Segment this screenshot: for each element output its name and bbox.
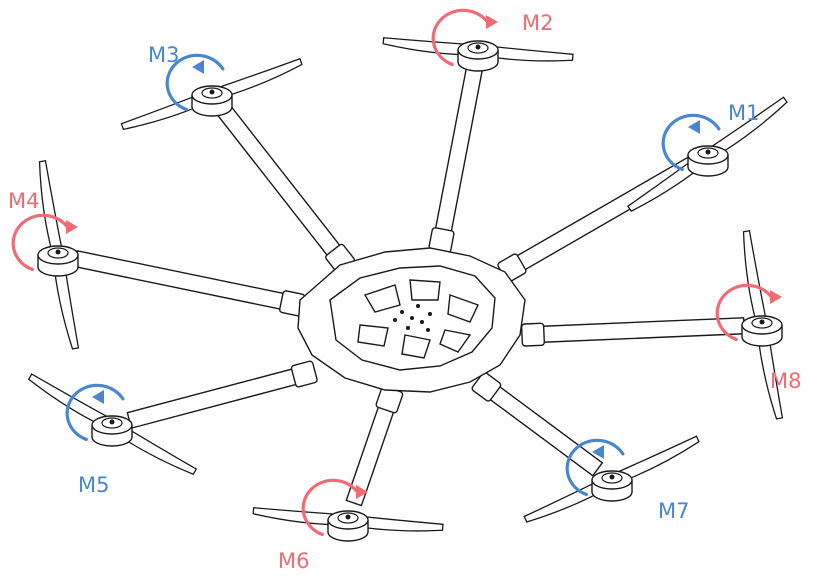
motor-top (741, 315, 783, 335)
motor-label-m4: M4 (8, 189, 39, 213)
motor-label-m2: M2 (522, 11, 553, 35)
propeller-blade (346, 514, 444, 532)
propeller-blade (476, 44, 574, 62)
propeller-blade (609, 435, 700, 486)
arrowhead-icon (356, 485, 368, 499)
arm-clamp-m8 (520, 322, 546, 347)
rotation-arrow-icon (11, 213, 71, 272)
arm-m2 (431, 65, 484, 251)
propeller-blade (27, 373, 116, 431)
arm-clamp-m7 (471, 371, 502, 402)
motor-top (91, 415, 133, 435)
arm-m4 (73, 250, 303, 314)
propeller-blade (252, 507, 350, 526)
propeller-blade (120, 89, 215, 131)
motor-m1 (626, 96, 788, 212)
rotation-arrow-icon (301, 478, 361, 537)
motor-top (37, 245, 79, 265)
motor-m5 (27, 373, 198, 476)
motor-label-m7: M7 (658, 499, 689, 523)
motor-m3 (120, 53, 303, 131)
motor-m8 (715, 229, 784, 420)
motor-label-m6: M6 (278, 549, 309, 573)
propeller-blade (742, 229, 768, 327)
rotation-arrow-icon (565, 438, 625, 497)
propeller-blade (38, 159, 64, 257)
center-frame (297, 247, 526, 393)
arm-clamp-m5 (290, 360, 318, 388)
propeller-blade (209, 57, 303, 101)
rotation-arrow-icon (661, 113, 721, 172)
arrowhead-icon (486, 15, 498, 29)
rotation-arrow-icon (65, 383, 125, 442)
arrowhead-icon (192, 60, 204, 74)
motor-m2 (382, 8, 574, 72)
propeller-blade (382, 37, 480, 56)
arrowhead-icon (770, 290, 782, 304)
arrowhead-icon (688, 120, 700, 134)
motor-top (687, 145, 729, 165)
motor-m7 (523, 435, 700, 523)
rotation-arrow-icon (165, 53, 225, 112)
rotation-arrow-icon (715, 283, 775, 342)
motor-m4 (11, 159, 80, 350)
arms (73, 65, 746, 507)
motor-label-m5: M5 (78, 473, 109, 497)
arrowhead-icon (66, 220, 78, 234)
motor-group (11, 8, 788, 542)
rotation-arrow-icon (431, 8, 491, 67)
motor-top (327, 510, 369, 530)
propeller-blade (704, 96, 788, 160)
arm-m3 (216, 103, 353, 271)
motor-top (191, 85, 233, 105)
motor-label-m8: M8 (770, 369, 801, 393)
arm-m1 (500, 156, 698, 280)
motor-top (591, 470, 633, 490)
motor-label-m1: M1 (728, 101, 759, 125)
motor-top (457, 40, 499, 60)
arm-m8 (523, 317, 746, 344)
arrowhead-icon (92, 390, 104, 404)
arrowhead-icon (592, 445, 604, 459)
motor-m6 (252, 478, 444, 542)
arm-m5 (126, 363, 315, 429)
motor-label-m3: M3 (148, 43, 179, 67)
